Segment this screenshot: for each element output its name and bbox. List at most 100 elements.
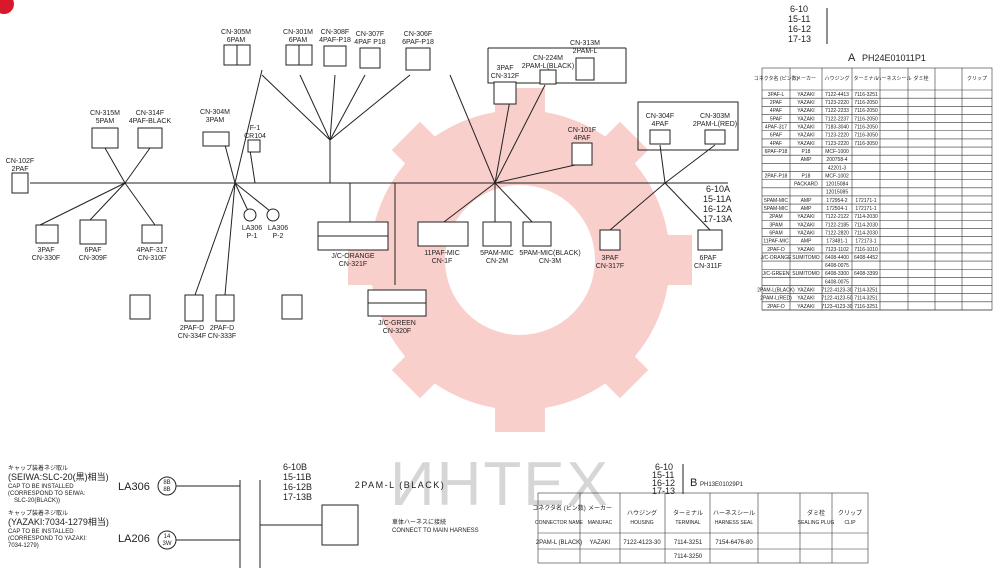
connector-cn2m: 5PAM-MIC CN-2M — [480, 221, 514, 265]
bottom-connector: 2PAM-L (BLACK) 車体ハーネスに接続 CONNECT TO MAIN… — [260, 480, 479, 546]
table-a-cell: 7114-2030 — [854, 230, 878, 236]
connector-cn314f: CN-314F 4PAF-BLACK — [129, 110, 171, 149]
table-a-cell: 7183-3040 — [825, 125, 849, 131]
svg-text:CN-313M: CN-313M — [570, 40, 600, 47]
svg-text:CN-301M: CN-301M — [283, 29, 313, 36]
table-a-cell: 7122-4123-50 — [821, 296, 852, 302]
svg-text:4PAF P18: 4PAF P18 — [354, 39, 385, 46]
table-a-cell: PACKARD — [794, 182, 818, 188]
table-a-cell: YAZAKI — [797, 222, 814, 228]
table-a-cell: 7116-3050 — [854, 133, 878, 139]
table-a-cell: 7123-4123-30 — [821, 304, 852, 310]
svg-text:CN-101F: CN-101F — [568, 127, 596, 134]
table-a-cell: AMP — [801, 206, 813, 212]
side-connector-right — [281, 294, 303, 320]
table-a-cell: 11PAF-MIC — [763, 239, 789, 245]
connector-cn301m: CN-301M 6PAM — [283, 29, 313, 66]
svg-text:CN-312F: CN-312F — [491, 73, 519, 80]
table-a-cell: 200758-4 — [826, 157, 847, 163]
table-a-cell: MCF-1002 — [825, 173, 849, 179]
table-a-cell: 7123-2220 — [825, 141, 849, 147]
svg-text:15-11: 15-11 — [788, 14, 810, 24]
table-a-cell: YAZAKI — [797, 133, 814, 139]
svg-text:15-11A: 15-11A — [703, 194, 731, 204]
svg-text:ハウジング: ハウジング — [627, 509, 657, 517]
table-a-cell: 7116-3251 — [854, 304, 878, 310]
svg-text:CN-2M: CN-2M — [486, 258, 508, 265]
svg-text:2PAM-L (BLACK): 2PAM-L (BLACK) — [355, 480, 446, 490]
connector-cn224m: CN-224M 2PAM-L(BLACK) — [487, 47, 627, 85]
svg-text:F-1: F-1 — [250, 125, 261, 132]
connector-cn3m: 5PAM-MIC(BLACK) CN-3M — [519, 221, 581, 265]
svg-text:CN-304M: CN-304M — [200, 109, 230, 116]
svg-text:クリップ: クリップ — [967, 76, 987, 82]
svg-text:6-10: 6-10 — [655, 462, 673, 472]
svg-text:6PAF: 6PAF — [85, 247, 102, 254]
svg-text:(CORRESPOND TO SEIWA:: (CORRESPOND TO SEIWA: — [8, 491, 86, 497]
connector-cn320f: J/C-GREEN CN-320F — [367, 289, 427, 335]
svg-text:CN-333F: CN-333F — [208, 333, 236, 340]
table-a-cell: 7116-2050 — [854, 125, 878, 131]
svg-text:TERMINAL: TERMINAL — [675, 520, 701, 526]
svg-text:(CORRESPOND TO YAZAKI:: (CORRESPOND TO YAZAKI: — [8, 536, 87, 542]
connector-cn313m: CN-313M 2PAM-L — [570, 40, 600, 81]
svg-text:P-1: P-1 — [247, 233, 258, 240]
hub-center-left — [194, 69, 276, 296]
table-a-cell: 2PAF-D — [767, 304, 785, 310]
svg-text:ダミ栓: ダミ栓 — [913, 75, 928, 82]
table-a-cell: 2PAF — [770, 100, 782, 106]
svg-text:P-2: P-2 — [273, 233, 284, 240]
table-a-cell: YAZAKI — [797, 247, 814, 253]
svg-text:CN-314F: CN-314F — [136, 110, 164, 117]
table-a-cell: P18 — [802, 173, 811, 179]
svg-text:HOUSING: HOUSING — [630, 520, 653, 526]
table-a-cell: 6408-4400 — [825, 255, 849, 261]
connector-cn307f: CN-307F 4PAF P18 — [354, 31, 386, 69]
connector-cn1f: 11PAF-MIC CN-1F — [417, 221, 469, 265]
table-a-cell: SUMITOMO — [792, 255, 820, 261]
table-a-cell: 172171-1 — [855, 198, 876, 204]
parts-table-a: コネクタ名 (ピン数) メーカー ハウジング ターミナル ハーネスシール ダミ栓… — [754, 67, 993, 311]
svg-text:クリップ: クリップ — [838, 510, 862, 517]
svg-text:SLC-20(BLACK)): SLC-20(BLACK)) — [14, 498, 60, 504]
table-a-cell: YAZAKI — [797, 141, 814, 147]
svg-text:CN-334F: CN-334F — [178, 333, 206, 340]
svg-text:MANUFAC: MANUFAC — [588, 520, 613, 526]
svg-text:(SEIWA:SLC-20(黒)相当): (SEIWA:SLC-20(黒)相当) — [8, 471, 109, 482]
svg-text:16-12: 16-12 — [788, 24, 811, 34]
table-a-cell: YAZAKI — [797, 288, 814, 294]
svg-text:J/C-ORANGE: J/C-ORANGE — [331, 253, 375, 260]
svg-text:CONNECTOR NAME: CONNECTOR NAME — [535, 520, 584, 526]
table-a-cell: AMP — [801, 239, 813, 245]
table-b-code: B — [690, 477, 697, 489]
svg-text:CN-306F: CN-306F — [404, 31, 432, 38]
table-a-cell: YAZAKI — [797, 100, 814, 106]
table-a-cell: YAZAKI — [797, 108, 814, 114]
svg-text:3PAF: 3PAF — [602, 255, 619, 262]
svg-text:6-10: 6-10 — [790, 4, 808, 14]
svg-text:4PAF-317: 4PAF-317 — [137, 247, 168, 254]
hub-top — [261, 74, 411, 285]
svg-text:CN-310F: CN-310F — [138, 255, 166, 262]
table-a-cell: MCF-1000 — [825, 149, 849, 155]
svg-text:CN-330F: CN-330F — [32, 255, 60, 262]
svg-text:CN-305M: CN-305M — [221, 29, 251, 36]
connector-cn317f: 3PAF CN-317F — [596, 229, 624, 270]
table-a-cell: 6408-3300 — [825, 271, 849, 277]
table-a-cell: AMP — [801, 157, 813, 163]
svg-text:2PAF-D: 2PAF-D — [180, 325, 204, 332]
table-a-cell: 7116-2050 — [854, 116, 878, 122]
svg-text:ハウジング: ハウジング — [824, 75, 849, 82]
table-a-cell: 7122-4413 — [825, 92, 849, 98]
table-a-cell: YAZAKI — [797, 125, 814, 131]
table-a-cell: 2PAF-P18 — [765, 173, 788, 179]
connector-cn311f: 6PAF CN-311F — [694, 229, 723, 270]
svg-text:7154-6476-80: 7154-6476-80 — [715, 540, 753, 546]
svg-text:2PAM-L(RED): 2PAM-L(RED) — [693, 121, 737, 128]
connector-la306-p2: LA306 P-2 — [266, 208, 288, 240]
table-a-cell: 7116-2050 — [854, 108, 878, 114]
table-a-cell: 2PAM-L(BLACK) — [757, 288, 795, 294]
hub-right — [609, 144, 716, 231]
svg-text:CONNECT TO MAIN HARNESS: CONNECT TO MAIN HARNESS — [392, 528, 479, 534]
table-a-cell: 4PAF — [770, 141, 782, 147]
